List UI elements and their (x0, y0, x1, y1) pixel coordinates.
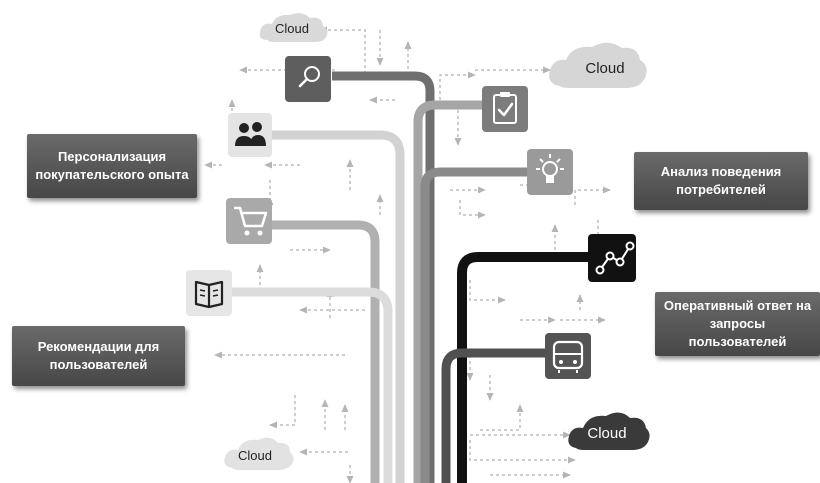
behavior-text: Анализ поведения потребителей (660, 164, 782, 197)
cloud-label: Cloud (587, 425, 626, 442)
cloud-label: Cloud (238, 448, 272, 463)
personalization-text: Персонализация покупательского опыта (35, 149, 189, 182)
cloud-label: Cloud (275, 21, 309, 36)
recommendations-label: Рекомендации для пользователей (12, 326, 185, 386)
book-icon (186, 270, 232, 316)
response-text: Оперативный ответ на запросы пользовател… (663, 298, 812, 349)
shopping-cart-icon (226, 198, 272, 244)
personalization-label: Персонализация покупательского опыта (27, 134, 197, 198)
response-label: Оперативный ответ на запросы пользовател… (655, 292, 820, 356)
recommendations-text: Рекомендации для пользователей (37, 339, 160, 372)
clipboard-check-icon (482, 86, 528, 132)
lightbulb-icon (527, 149, 573, 195)
cloud-bottom-right: Cloud (568, 412, 650, 450)
network-chart-icon (588, 234, 636, 282)
cloud-top-right: Cloud (549, 42, 647, 88)
pipes (230, 71, 588, 483)
search-icon (285, 56, 331, 102)
truck-icon (545, 333, 591, 379)
cloud-label: Cloud (585, 60, 624, 77)
users-icon (228, 113, 272, 157)
cloud-top-left: Cloud (259, 13, 328, 42)
behavior-label: Анализ поведения потребителей (634, 152, 808, 210)
cloud-bottom-left: Cloud (224, 437, 294, 470)
